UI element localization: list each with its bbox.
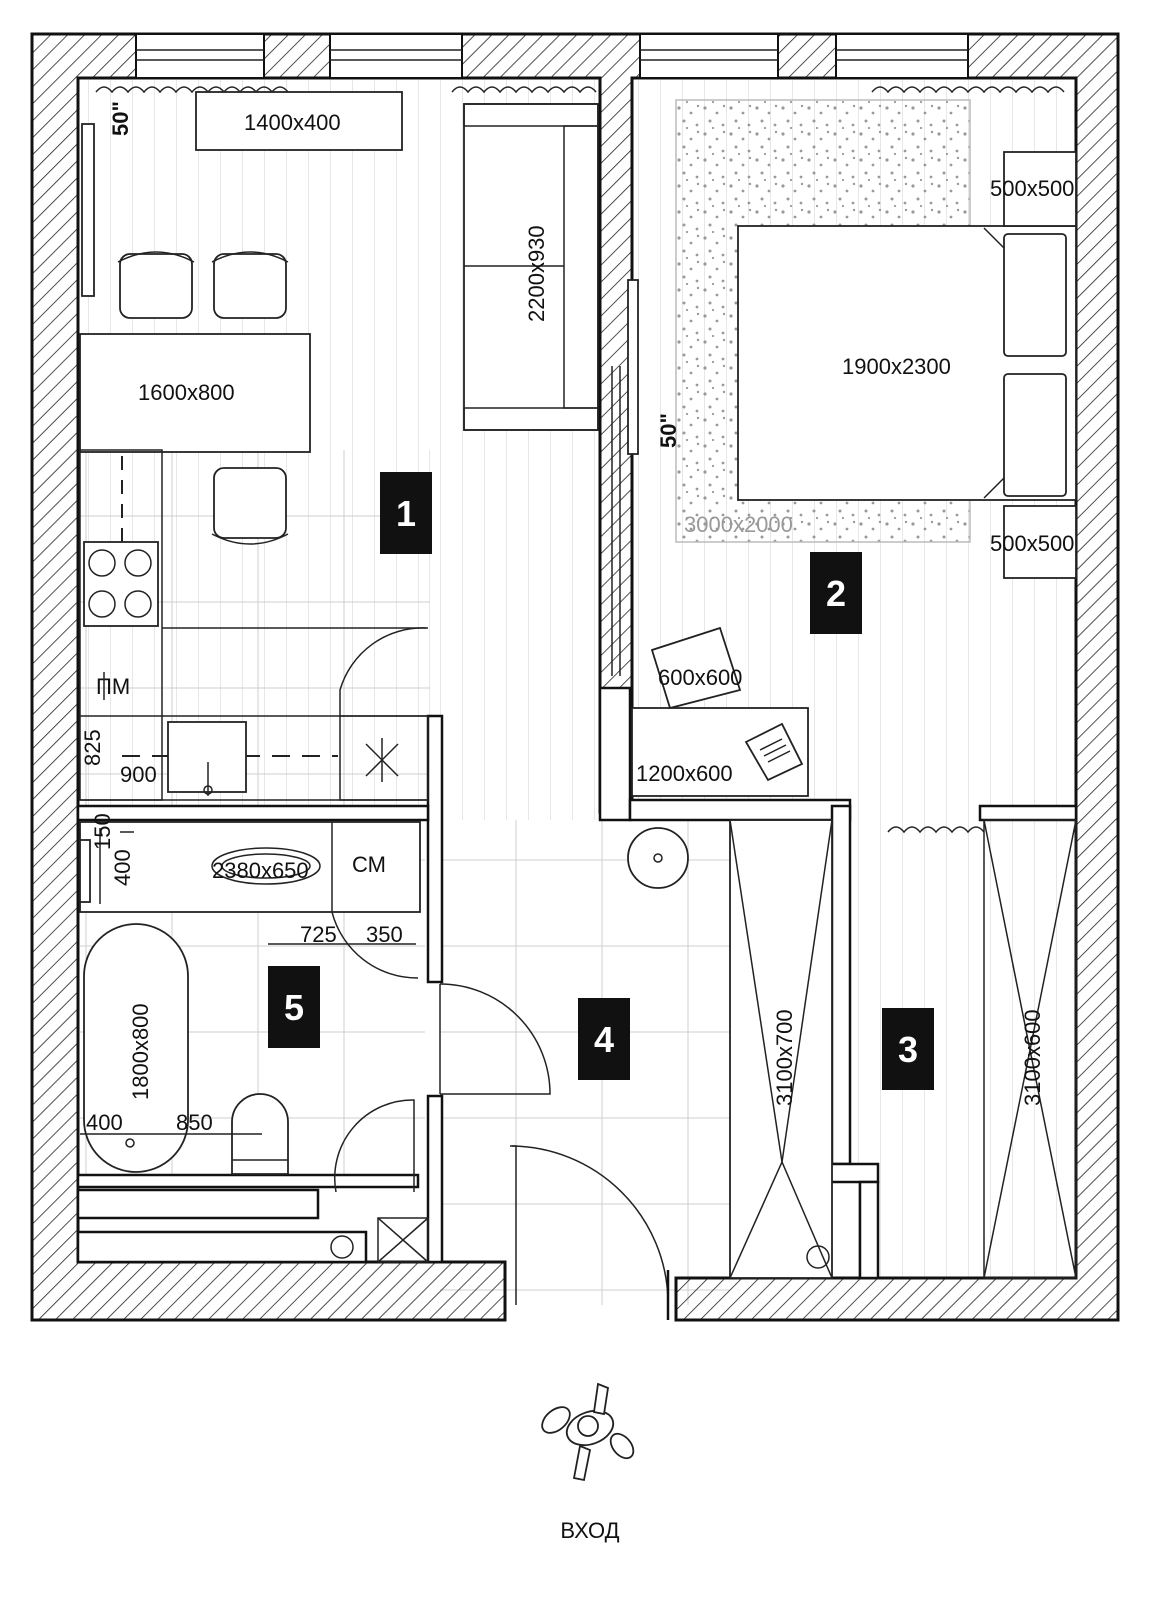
chair	[213, 253, 287, 319]
wardrobe-right	[983, 819, 1077, 1279]
room-2-label: 2	[826, 573, 846, 614]
dim-rug: 3000x2000	[684, 512, 793, 537]
chair	[213, 467, 287, 539]
wall-shelf	[195, 91, 403, 151]
living-room-furniture: 50" ПМ	[79, 91, 599, 801]
room-1-badge	[380, 472, 432, 554]
dim-kitchen-825: 825	[80, 729, 105, 766]
sink-icon	[167, 721, 247, 796]
wall-bath-top	[76, 804, 430, 822]
tv-bedroom-label: 50"	[656, 413, 681, 448]
room-4-label: 4	[594, 1019, 614, 1060]
dim-kitchen-900: 900	[120, 762, 157, 787]
dim-sofa: 2200x930	[524, 225, 549, 322]
shaft-2	[76, 1230, 368, 1264]
washer-label: СМ	[352, 852, 386, 877]
room-3-label: 3	[898, 1029, 918, 1070]
dim-desk: 1200x600	[636, 761, 733, 786]
bathroom-furniture: СМ 2380x650 150 400 725 350 1800x800 400…	[79, 813, 429, 1263]
hall-furniture: 3100x700 3100x600	[439, 819, 1077, 1320]
wall-closet-right	[978, 804, 1078, 822]
dim-vanity: 2380x650	[212, 858, 309, 883]
room-5-badge	[268, 966, 320, 1048]
wall-bed-hall	[598, 686, 632, 822]
wall-hall-closet	[628, 798, 852, 822]
dim-bath-850: 850	[176, 1110, 213, 1135]
wall-closet-post	[858, 1180, 880, 1280]
dim-dining-table: 1600x800	[138, 380, 235, 405]
wall-bath-bottom	[76, 1173, 420, 1189]
dim-bath-150: 150	[90, 813, 115, 850]
bathtub	[83, 923, 189, 1173]
wardrobe-left	[729, 819, 833, 1279]
shaft-1	[76, 1188, 320, 1220]
room-3-badge	[882, 1008, 934, 1090]
wall-kitchen-hall	[426, 714, 444, 984]
dim-bath-400-h: 400	[86, 1110, 123, 1135]
laptop-icon	[744, 722, 804, 782]
bedroom-furniture: 50" 1900x2300 500x500 500x500 3000x2000 …	[611, 99, 1077, 797]
desk-chair	[650, 626, 742, 710]
room-2-badge	[810, 552, 862, 634]
window-2	[329, 33, 463, 79]
dim-nightstand-bottom: 500x500	[990, 531, 1074, 556]
dim-bed: 1900x2300	[842, 354, 951, 379]
hob-icon	[83, 541, 159, 627]
towel-rail	[79, 839, 91, 903]
dim-nightstand-top: 500x500	[990, 176, 1074, 201]
room-4-badge	[578, 998, 630, 1080]
tv-kitchen	[81, 123, 95, 297]
dim-bathtub: 1800x800	[128, 1003, 153, 1100]
wall-bath-hall	[426, 1094, 444, 1264]
entrance-label: ВХОД	[560, 1518, 619, 1543]
walls	[30, 32, 1120, 1322]
nightstand-bottom	[1003, 505, 1077, 579]
round-table	[627, 827, 689, 889]
dim-bath-725: 725	[300, 922, 337, 947]
dim-shelf: 1400x400	[244, 110, 341, 135]
extractor	[339, 715, 429, 801]
fridge-label: ПМ	[96, 674, 130, 699]
dim-bath-350: 350	[366, 922, 403, 947]
nightstand-top	[1003, 151, 1077, 227]
room-1-label: 1	[396, 493, 416, 534]
room-labels: 1 2 3 4 5	[268, 472, 934, 1090]
wall-closet-v	[830, 804, 852, 1166]
entrance-person-icon	[541, 1382, 635, 1482]
dim-chair: 600x600	[658, 665, 742, 690]
window-4	[835, 33, 969, 79]
dim-bath-400-v: 400	[110, 849, 135, 886]
tv-bedroom	[627, 279, 639, 455]
bed	[737, 225, 1077, 501]
vanity	[79, 821, 421, 913]
dim-wardrobe-left: 3100x700	[772, 1009, 797, 1106]
tv-kitchen-label: 50"	[108, 101, 133, 136]
dim-wardrobe-right: 3100x600	[1020, 1009, 1045, 1106]
dining-table	[79, 333, 311, 453]
chair	[119, 253, 193, 319]
window-3	[639, 33, 779, 79]
room-5-label: 5	[284, 987, 304, 1028]
sofa	[463, 103, 599, 431]
window-1	[135, 33, 265, 79]
